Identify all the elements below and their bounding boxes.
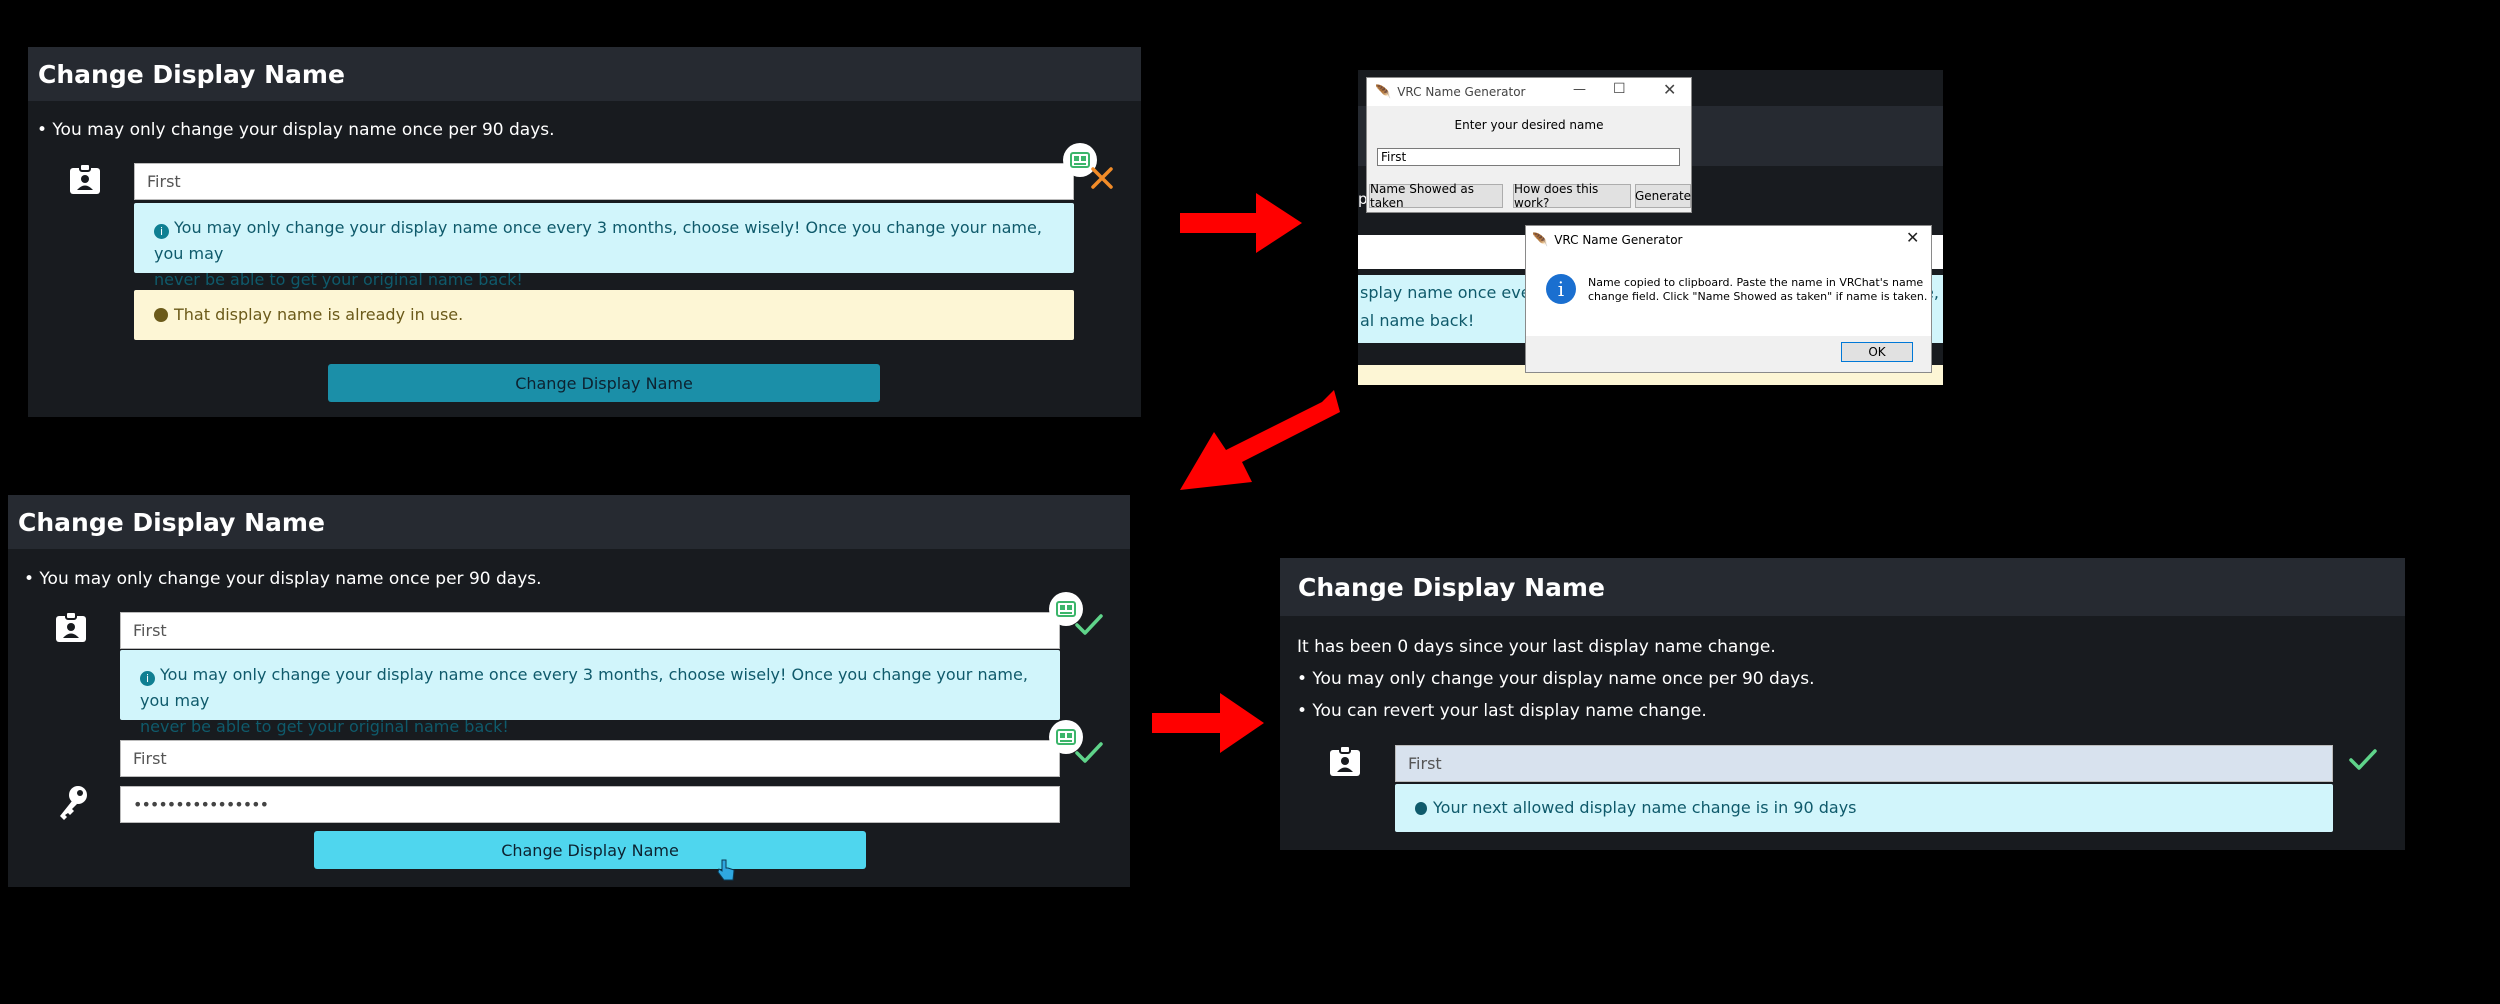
- cookie-icon: [154, 308, 168, 322]
- id-card-icon: [1070, 152, 1090, 168]
- display-name-input-disabled: First: [1395, 745, 2333, 782]
- id-card-badge[interactable]: [1049, 592, 1083, 626]
- bg-text-1: splay name once every: [1360, 283, 1547, 302]
- id-badge-icon: [70, 163, 100, 194]
- info-text-1: You may only change your display name on…: [140, 665, 1028, 710]
- info-text-1: You may only change your display name on…: [154, 218, 1042, 263]
- how-it-works-button[interactable]: How does this work?: [1513, 182, 1631, 210]
- arrow-right-2: [1152, 693, 1264, 753]
- days-since-text: It has been 0 days since your last displ…: [1297, 637, 1776, 657]
- info-text-2: never be able to get your original name …: [154, 270, 523, 289]
- minimize-icon[interactable]: —: [1573, 82, 1586, 97]
- generate-button[interactable]: Generate: [1635, 184, 1691, 208]
- name-taken-button[interactable]: Name Showed as taken: [1369, 182, 1503, 210]
- check-icon: [2349, 749, 2377, 770]
- arrow-down-left: [1180, 390, 1340, 490]
- display-name-input[interactable]: First: [134, 163, 1074, 200]
- arrow-right-1: [1180, 193, 1302, 253]
- rule-note: • You may only change your display name …: [24, 569, 542, 589]
- feather-icon: 🪶: [1532, 232, 1549, 248]
- change-display-name-button[interactable]: Change Display Name: [328, 364, 880, 402]
- password-input[interactable]: ••••••••••••••••: [120, 786, 1060, 823]
- generator-prompt: Enter your desired name: [1454, 118, 1604, 132]
- change-display-name-button[interactable]: Change Display Name: [314, 831, 866, 869]
- panel-title: Change Display Name: [8, 495, 1130, 549]
- rule-note: • You may only change your display name …: [1297, 669, 1815, 689]
- bg-text-p: p: [1358, 190, 1368, 208]
- confirm-name-input[interactable]: First: [120, 740, 1060, 777]
- id-badge-icon: [1330, 745, 1360, 776]
- id-card-badge[interactable]: [1063, 143, 1097, 177]
- dialog-message-1: Name copied to clipboard. Paste the name…: [1588, 276, 1924, 289]
- cursor-hand-icon: [717, 859, 735, 881]
- generator-window: 🪶 VRC Name Generator — ☐ ✕ Enter your de…: [1366, 77, 1692, 213]
- stopwatch-icon: [1415, 802, 1427, 815]
- generator-titlebar: 🪶 VRC Name Generator — ☐ ✕: [1367, 78, 1691, 106]
- close-icon[interactable]: ✕: [1906, 228, 1920, 247]
- dialog-body: i Name copied to clipboard. Paste the na…: [1526, 254, 1931, 336]
- clipboard-dialog: 🪶 VRC Name Generator ✕ i Name copied to …: [1525, 225, 1932, 373]
- revert-note: • You can revert your last display name …: [1297, 701, 1707, 721]
- info-circle-icon: i: [140, 671, 155, 686]
- display-name-input[interactable]: First: [120, 612, 1060, 649]
- id-badge-icon: [56, 611, 86, 642]
- dialog-titlebar: 🪶 VRC Name Generator ✕: [1526, 226, 1931, 254]
- next-change-text: Your next allowed display name change is…: [1433, 798, 1857, 817]
- ok-button[interactable]: OK: [1841, 342, 1913, 362]
- warning-alert: That display name is already in use.: [134, 290, 1074, 340]
- maximize-icon[interactable]: ☐: [1613, 81, 1626, 97]
- bg-text-2: al name back!: [1360, 311, 1475, 330]
- panel-title: Change Display Name: [28, 47, 1141, 101]
- check-icon: [1075, 742, 1103, 763]
- info-text-2: never be able to get your original name …: [140, 717, 509, 736]
- feather-icon: 🪶: [1375, 84, 1392, 100]
- key-icon: [60, 786, 87, 820]
- id-card-icon: [1056, 729, 1076, 745]
- next-change-alert: Your next allowed display name change is…: [1395, 784, 2333, 832]
- error-x-icon: [1091, 167, 1113, 189]
- dialog-title: VRC Name Generator: [1554, 233, 1683, 247]
- generator-name-input[interactable]: First: [1377, 148, 1680, 166]
- panel-title: Change Display Name: [1280, 558, 2405, 616]
- check-icon: [1075, 614, 1103, 635]
- dialog-message-2: change field. Click "Name Showed as take…: [1588, 290, 1928, 303]
- info-circle-icon: i: [154, 224, 169, 239]
- generator-title: VRC Name Generator: [1397, 85, 1526, 99]
- rule-note: • You may only change your display name …: [37, 120, 555, 140]
- warning-text: That display name is already in use.: [174, 305, 464, 324]
- close-icon[interactable]: ✕: [1663, 80, 1677, 99]
- id-card-badge[interactable]: [1049, 720, 1083, 754]
- info-icon: i: [1546, 274, 1576, 304]
- id-card-icon: [1056, 601, 1076, 617]
